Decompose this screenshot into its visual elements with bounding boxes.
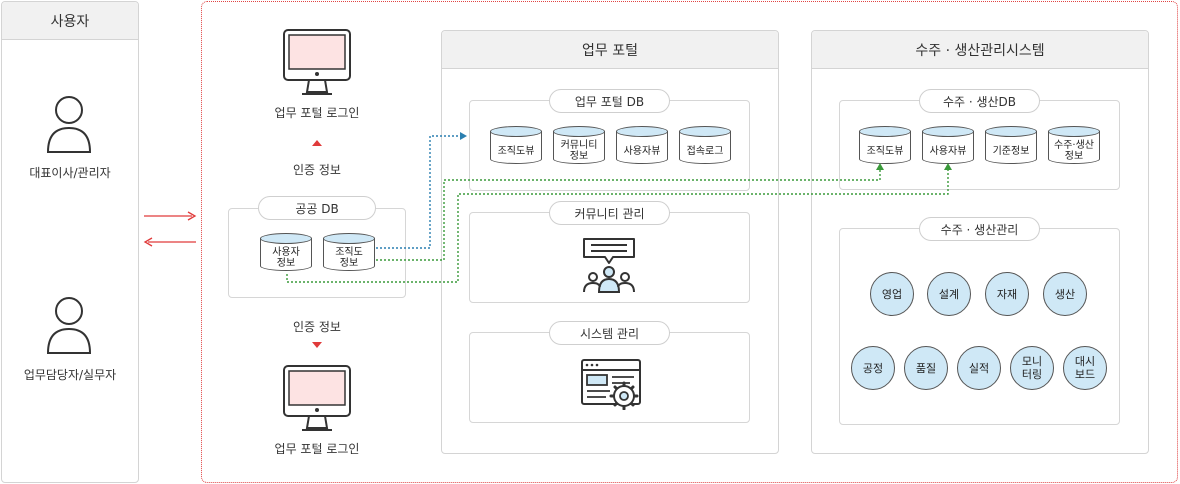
module-production: 생산 [1043,272,1087,316]
module-process: 공정 [851,346,895,390]
order-db-user-view: 사용자뷰 [922,126,974,166]
monitor-icon [283,365,351,431]
settings-window-icon [581,359,641,410]
portal-db-title: 업무 포털 DB [549,89,670,113]
user-label-executive: 대표이사/관리자 [29,166,111,180]
order-mgmt-box [839,228,1120,425]
community-icon [583,238,635,293]
user-panel: 사용자 [1,1,139,483]
portal-db-access-log: 접속로그 [679,126,731,166]
portal-db-user-view: 사용자뷰 [616,126,668,166]
request-arrow [144,211,197,221]
module-material: 자재 [985,272,1029,316]
order-db-title: 수주 · 생산DB [919,89,1040,113]
module-sales: 영업 [870,272,914,316]
user-icon [46,297,92,354]
portal-login-bottom: 업무 포털 로그인 [274,442,360,456]
portal-db-org-view: 조직도뷰 [490,126,542,166]
order-system-title: 수주 · 생산관리시스템 [812,31,1148,69]
order-mgmt-title: 수주 · 생산관리 [919,217,1040,241]
up-triangle-icon [312,140,322,146]
down-triangle-icon [312,342,322,348]
system-boundary [201,1,1178,483]
monitor-icon [283,29,351,95]
response-arrow [143,237,196,247]
module-performance: 실적 [957,346,1001,390]
user-icon [46,96,92,153]
module-design: 설계 [927,272,971,316]
order-db-org-view: 조직도뷰 [859,126,911,166]
portal-panel-title: 업무 포털 [442,31,778,69]
portal-login-top: 업무 포털 로그인 [274,106,360,120]
public-db-title: 공공 DB [258,196,376,220]
auth-info-bottom: 인증 정보 [293,320,341,334]
system-admin-title: 시스템 관리 [549,321,670,345]
auth-info-top: 인증 정보 [293,163,341,177]
user-label-staff: 업무담당자/실무자 [23,368,117,382]
order-db-base-info: 기준정보 [985,126,1037,166]
module-quality: 품질 [904,346,948,390]
user-panel-title: 사용자 [2,2,138,40]
community-title: 커뮤니티 관리 [549,201,670,225]
